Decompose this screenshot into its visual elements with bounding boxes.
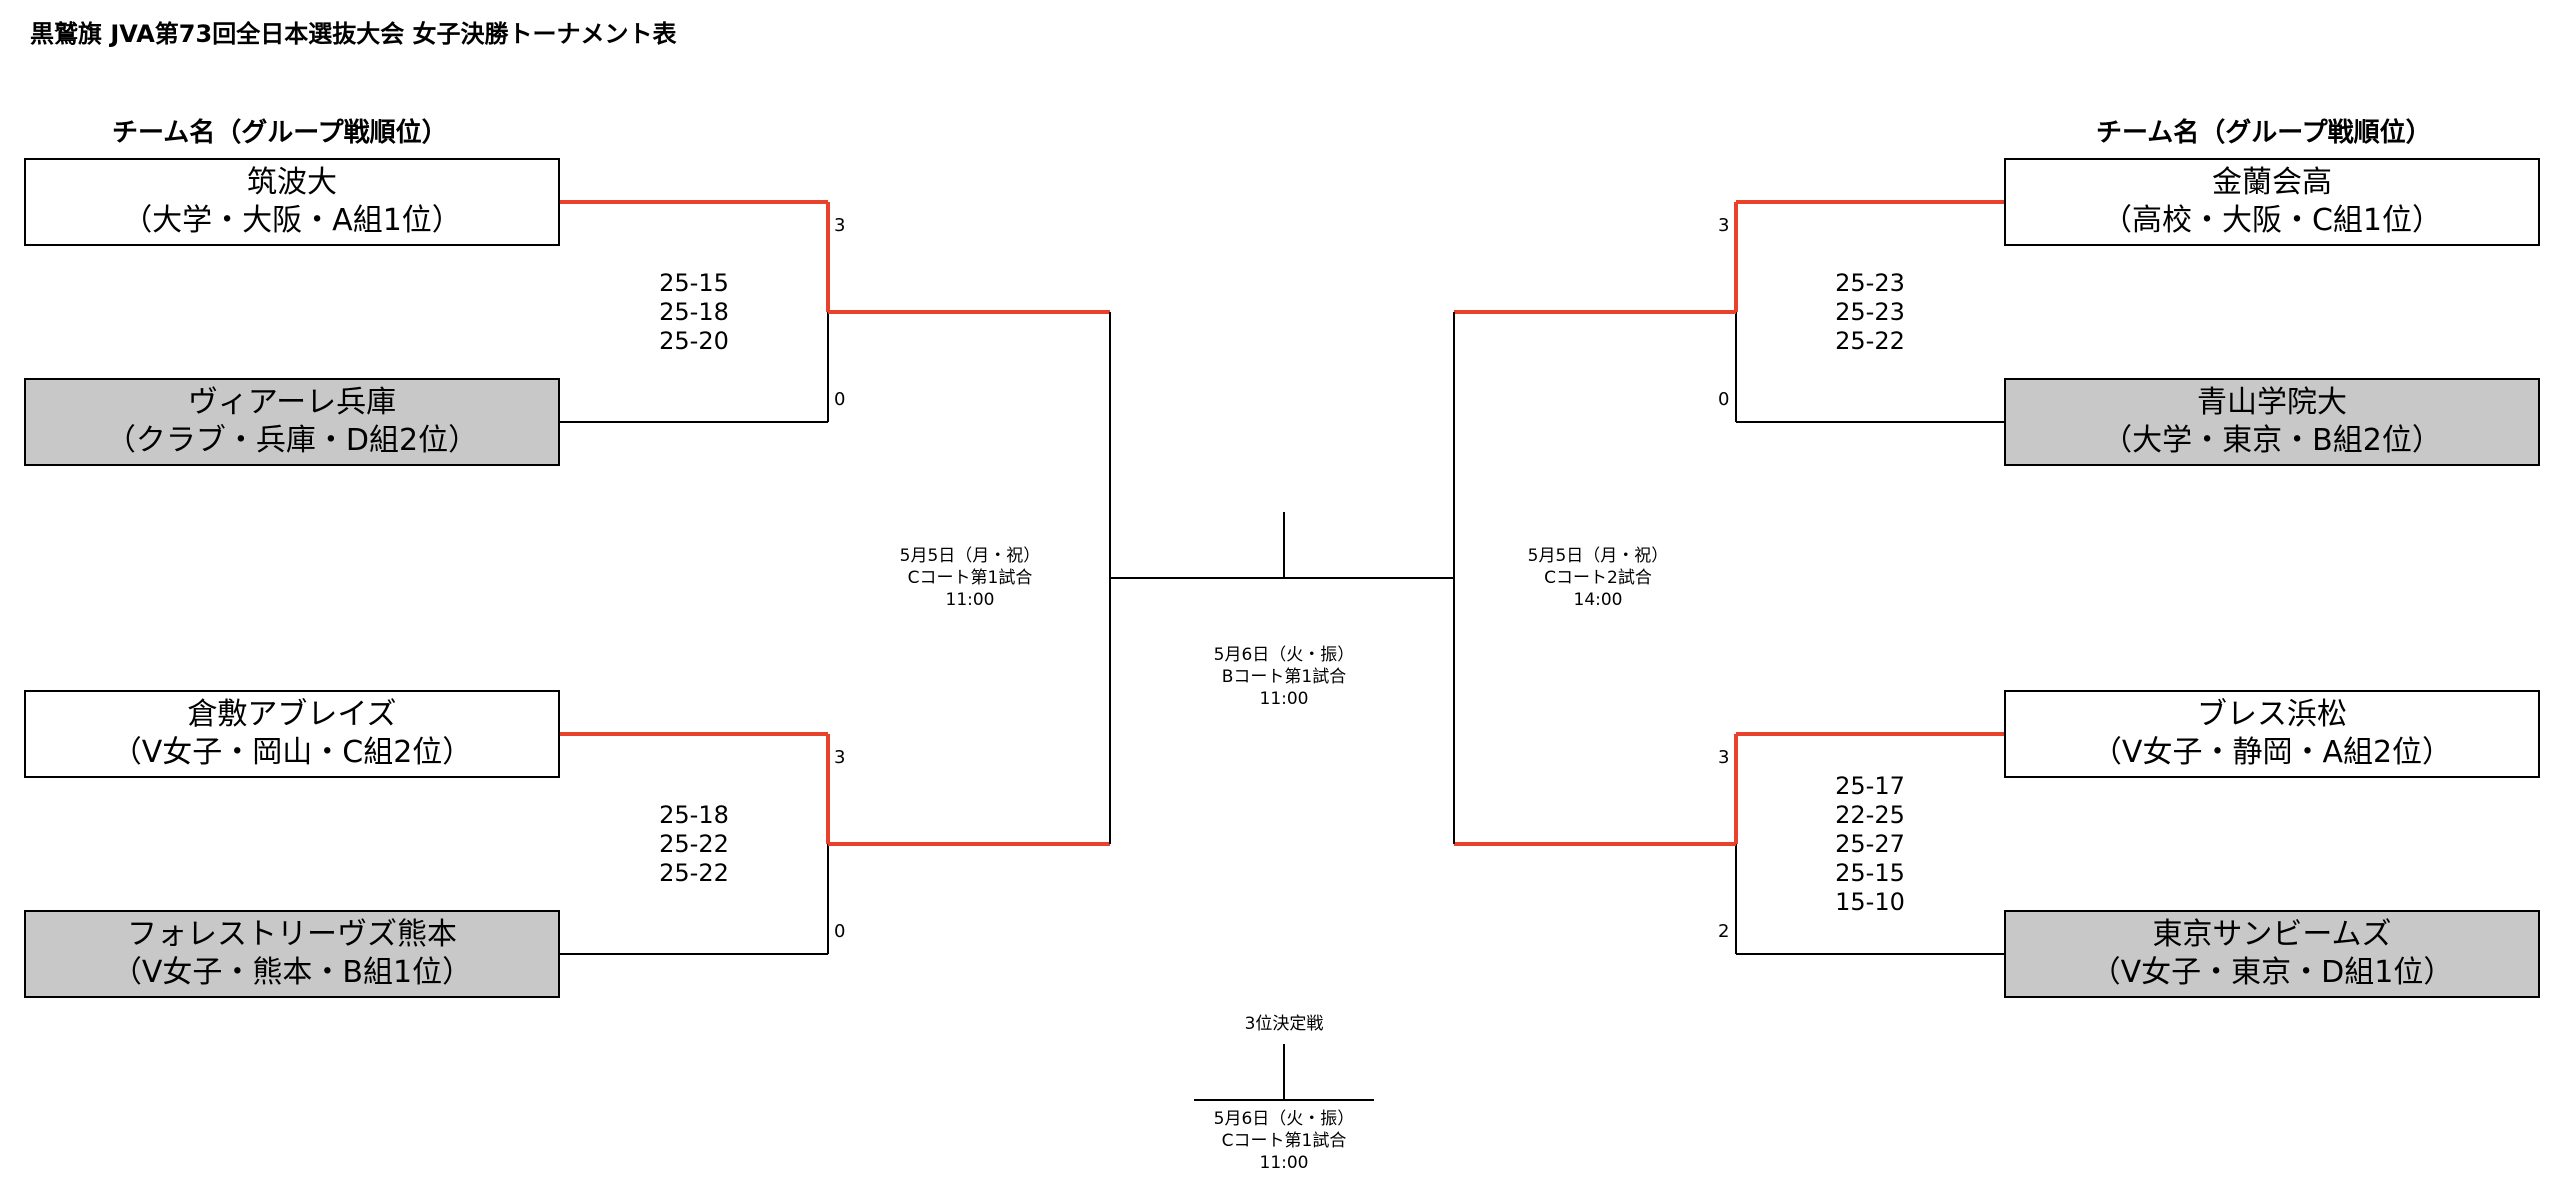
column-header-left: チーム名（グループ戦順位） bbox=[112, 118, 448, 148]
match-court: Cコート第1試合 bbox=[1221, 1131, 1347, 1151]
column-header-right: チーム名（グループ戦順位） bbox=[2096, 118, 2432, 148]
team-box-L2: ヴィアーレ兵庫 （クラブ・兵庫・D組2位） bbox=[24, 378, 560, 466]
sets-won-L1: 3 bbox=[834, 215, 846, 236]
match-info-final: 5月6日（火・振） Bコート第1試合 11:00 bbox=[1174, 644, 1394, 710]
set-scores-right-bottom: 25-17 22-25 25-27 25-15 15-10 bbox=[1810, 772, 1930, 917]
match-date: 5月5日（月・祝） bbox=[899, 546, 1041, 566]
third-place-label: 3位決定戦 bbox=[1174, 1013, 1394, 1035]
set-scores-left-bottom: 25-18 25-22 25-22 bbox=[634, 801, 754, 888]
page-title: 黒鷲旗 JVA第73回全日本選抜大会 女子決勝トーナメント表 bbox=[30, 20, 677, 48]
team-box-L3: 倉敷アブレイズ （V女子・岡山・C組2位） bbox=[24, 690, 560, 778]
set-score: 25-22 bbox=[659, 859, 729, 887]
match-time: 11:00 bbox=[945, 590, 995, 610]
bracket-third-place bbox=[1194, 1044, 1374, 1101]
match-date: 5月5日（月・祝） bbox=[1527, 546, 1669, 566]
team-name: ヴィアーレ兵庫 bbox=[187, 385, 397, 420]
set-scores-left-top: 25-15 25-18 25-20 bbox=[634, 269, 754, 356]
team-name: 金蘭会高 bbox=[2212, 165, 2332, 200]
team-box-L1: 筑波大 （大学・大阪・A組1位） bbox=[24, 158, 560, 246]
bracket-left-bottom bbox=[560, 732, 1110, 955]
match-time: 11:00 bbox=[1259, 689, 1309, 709]
set-score: 15-10 bbox=[1835, 888, 1905, 916]
match-time: 11:00 bbox=[1259, 1153, 1309, 1173]
set-score: 25-22 bbox=[659, 830, 729, 858]
team-name: 筑波大 bbox=[247, 165, 337, 200]
set-score: 25-18 bbox=[659, 298, 729, 326]
sets-won-L2: 0 bbox=[834, 389, 846, 410]
team-name: 倉敷アブレイズ bbox=[187, 697, 397, 732]
match-info-third: 5月6日（火・振） Cコート第1試合 11:00 bbox=[1174, 1108, 1394, 1174]
match-court: Cコート2試合 bbox=[1544, 568, 1652, 588]
team-detail: （V女子・熊本・B組1位） bbox=[111, 955, 473, 990]
team-detail: （高校・大阪・C組1位） bbox=[2101, 203, 2443, 238]
sets-won-R3: 3 bbox=[1718, 747, 1730, 768]
bracket-left-top bbox=[560, 200, 1110, 423]
match-court: Bコート第1試合 bbox=[1221, 667, 1347, 687]
team-detail: （V女子・東京・D組1位） bbox=[2090, 955, 2454, 990]
sets-won-L3: 3 bbox=[834, 747, 846, 768]
team-box-R2: 青山学院大 （大学・東京・B組2位） bbox=[2004, 378, 2540, 466]
set-score: 25-23 bbox=[1835, 298, 1905, 326]
sets-won-R2: 0 bbox=[1718, 389, 1730, 410]
team-box-R4: 東京サンビームズ （V女子・東京・D組1位） bbox=[2004, 910, 2540, 998]
bracket-right-bottom bbox=[1454, 732, 2004, 955]
match-date: 5月6日（火・振） bbox=[1213, 1109, 1355, 1129]
team-detail: （大学・大阪・A組1位） bbox=[122, 203, 462, 238]
third-place-title: 3位決定戦 bbox=[1244, 1014, 1324, 1034]
set-score: 25-23 bbox=[1835, 269, 1905, 297]
sets-won-R4: 2 bbox=[1718, 921, 1730, 942]
set-score: 25-15 bbox=[1835, 859, 1905, 887]
sets-won-L4: 0 bbox=[834, 921, 846, 942]
match-info-semi-right: 5月5日（月・祝） Cコート2試合 14:00 bbox=[1488, 545, 1708, 611]
team-detail: （V女子・岡山・C組2位） bbox=[111, 735, 473, 770]
team-name: 東京サンビームズ bbox=[2152, 917, 2392, 952]
set-score: 25-15 bbox=[659, 269, 729, 297]
team-box-R3: ブレス浜松 （V女子・静岡・A組2位） bbox=[2004, 690, 2540, 778]
match-court: Cコート第1試合 bbox=[907, 568, 1033, 588]
set-score: 25-27 bbox=[1835, 830, 1905, 858]
team-detail: （クラブ・兵庫・D組2位） bbox=[105, 423, 479, 458]
set-score: 25-22 bbox=[1835, 327, 1905, 355]
team-box-L4: フォレストリーヴズ熊本 （V女子・熊本・B組1位） bbox=[24, 910, 560, 998]
match-time: 14:00 bbox=[1573, 590, 1623, 610]
team-box-R1: 金蘭会高 （高校・大阪・C組1位） bbox=[2004, 158, 2540, 246]
team-name: フォレストリーヴズ熊本 bbox=[127, 917, 457, 952]
set-score: 25-18 bbox=[659, 801, 729, 829]
set-score: 25-17 bbox=[1835, 772, 1905, 800]
team-detail: （V女子・静岡・A組2位） bbox=[2091, 735, 2453, 770]
sets-won-R1: 3 bbox=[1718, 215, 1730, 236]
set-scores-right-top: 25-23 25-23 25-22 bbox=[1810, 269, 1930, 356]
set-score: 22-25 bbox=[1835, 801, 1905, 829]
bracket-left-semi bbox=[1109, 312, 1284, 844]
bracket-right-semi bbox=[1284, 312, 1455, 844]
match-date: 5月6日（火・振） bbox=[1213, 645, 1355, 665]
bracket-right-top bbox=[1454, 200, 2004, 423]
team-name: ブレス浜松 bbox=[2197, 697, 2347, 732]
team-name: 青山学院大 bbox=[2197, 385, 2347, 420]
set-score: 25-20 bbox=[659, 327, 729, 355]
match-info-semi-left: 5月5日（月・祝） Cコート第1試合 11:00 bbox=[860, 545, 1080, 611]
team-detail: （大学・東京・B組2位） bbox=[2102, 423, 2442, 458]
